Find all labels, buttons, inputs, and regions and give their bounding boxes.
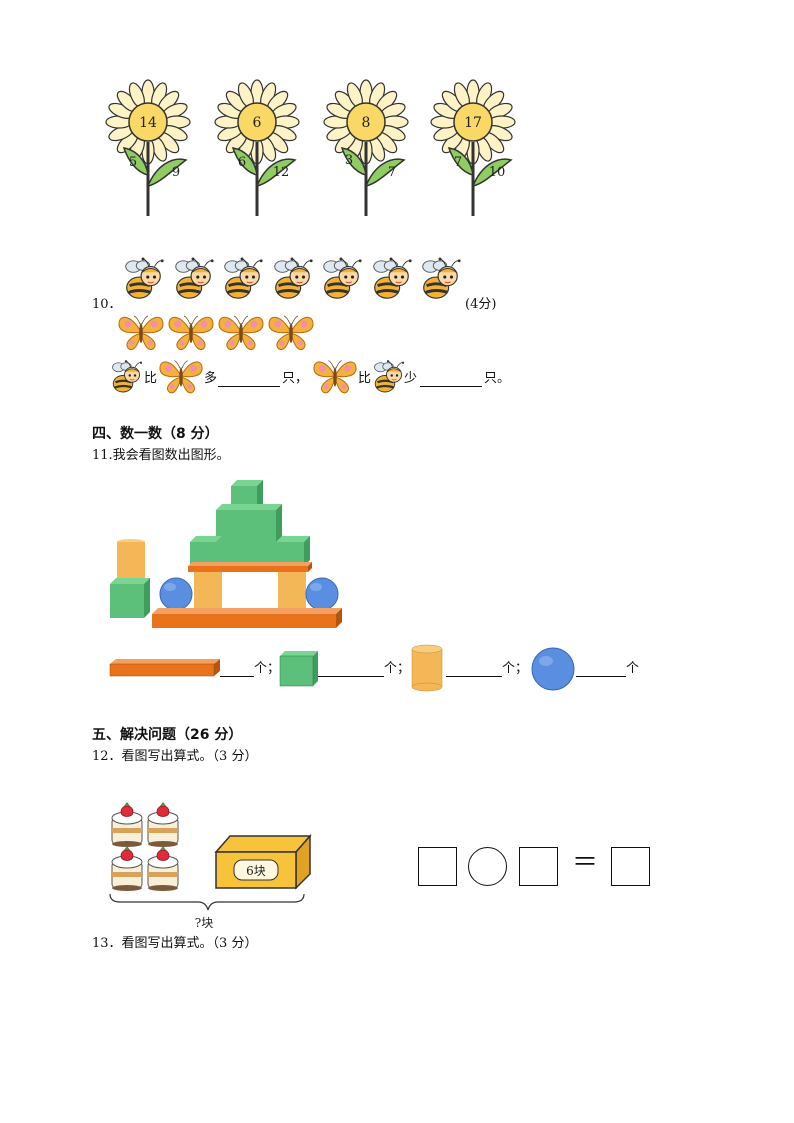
total-label: ?块 [195,916,213,930]
q12-text: 12．看图写出算式。（3 分） [92,749,258,764]
equation-template: ＝ [418,846,658,888]
cake-icon [111,802,143,847]
bee-icon [370,358,406,396]
count-unit-plank: 个； [254,661,281,676]
flower-right-leaf-number: 10 [489,165,506,180]
count-row: 个； 个； 个； 个 [108,644,668,694]
cuboid-icon [216,504,282,566]
butterfly-icon [312,356,358,396]
plank-icon [188,562,312,572]
butterfly-icon [167,312,215,352]
flower-left-leaf-number: 6 [238,155,246,170]
compare-zhi-1: 只， [282,371,309,386]
sphere-icon [159,577,193,611]
count-unit-sphere: 个 [626,661,640,676]
box-label: 6块 [246,864,266,878]
plank-icon [152,608,342,628]
bee-icon [417,256,463,302]
answer-box-2[interactable] [519,847,558,886]
butterfly-icon [158,356,204,396]
sphere-icon [305,577,339,611]
cube-icon [279,651,320,687]
flower-row: 14 5 9 6 6 12 8 3 7 [100,79,530,220]
cube-icon [276,536,310,566]
sunflower-icon: 17 7 10 [430,79,516,216]
flower-left-leaf-number: 7 [454,155,462,170]
sunflower-icon: 6 6 12 [214,79,300,216]
count-blank-cylinder[interactable] [446,662,502,681]
bee-row [120,256,470,304]
count-blank-cube[interactable] [318,662,384,681]
cylinder-icon [410,644,444,692]
flower-center-number: 17 [464,115,482,131]
sphere-icon [530,646,576,692]
bee-icon [108,358,144,396]
flower-3: 8 3 7 [323,79,409,218]
cake-icon [111,846,143,891]
flower-left-leaf-number: 3 [345,153,353,168]
sunflower-icon: 8 3 7 [323,79,409,216]
sunflower-icon: 14 5 9 [105,79,191,216]
compare-bi-2: 比 [358,371,372,386]
flower-1: 14 5 9 [105,79,191,218]
count-blank-plank[interactable] [220,662,254,681]
compare-shao: 少 [404,371,418,386]
count-unit-cylinder: 个； [502,661,529,676]
bee-icon [170,256,216,302]
butterfly-icon [217,312,265,352]
box-icon: 6块 [214,834,312,890]
cake-icon [147,802,179,847]
q10-compare-line: 比 多 只， 比 少 只。 [108,356,528,398]
butterfly-icon [267,312,315,352]
bee-icon [368,256,414,302]
cylinder-icon [194,572,222,613]
section5-title: 五、解决问题（26 分） [92,727,243,743]
answer-box-3[interactable] [611,847,650,886]
total-brace [109,893,305,911]
answer-blank-2[interactable] [420,372,482,391]
compare-zhi-2: 只。 [484,371,511,386]
flower-center-number: 6 [253,115,262,131]
cylinder-icon [117,539,145,585]
block-building [104,476,354,636]
flower-right-leaf-number: 9 [172,165,180,180]
equals-sign: ＝ [572,848,599,878]
flower-4: 17 7 10 [430,79,516,218]
operator-circle[interactable] [468,847,507,886]
count-blank-sphere[interactable] [576,662,626,681]
count-unit-cube: 个； [384,661,411,676]
bee-icon [318,256,364,302]
bee-icon [269,256,315,302]
answer-blank-1[interactable] [218,372,280,391]
compare-bi-1: 比 [144,371,158,386]
compare-duo: 多 [204,371,218,386]
cake-icon [147,846,179,891]
bee-icon [120,256,166,302]
flower-center-number: 8 [362,115,371,131]
q13-text: 13．看图写出算式。（3 分） [92,936,258,951]
flower-center-number: 14 [139,115,157,131]
flower-right-leaf-number: 12 [273,165,290,180]
butterfly-icon [117,312,165,352]
q10-number: 10． [92,297,122,312]
cylinder-icon [278,572,306,613]
plank-icon [108,658,220,678]
q10-score: (4分) [465,297,497,312]
flower-2: 6 6 12 [214,79,300,218]
flower-right-leaf-number: 7 [388,165,396,180]
block-building-illustration [110,480,342,628]
q11-text: 11.我会看图数出图形。 [92,448,230,463]
cakes-box-illustration: 6块 ?块 [106,800,316,932]
cube-icon [110,578,150,618]
flower-left-leaf-number: 5 [129,155,137,170]
butterfly-row [117,312,327,352]
bee-icon [219,256,265,302]
section4-title: 四、数一数（8 分） [92,426,219,442]
answer-box-1[interactable] [418,847,457,886]
